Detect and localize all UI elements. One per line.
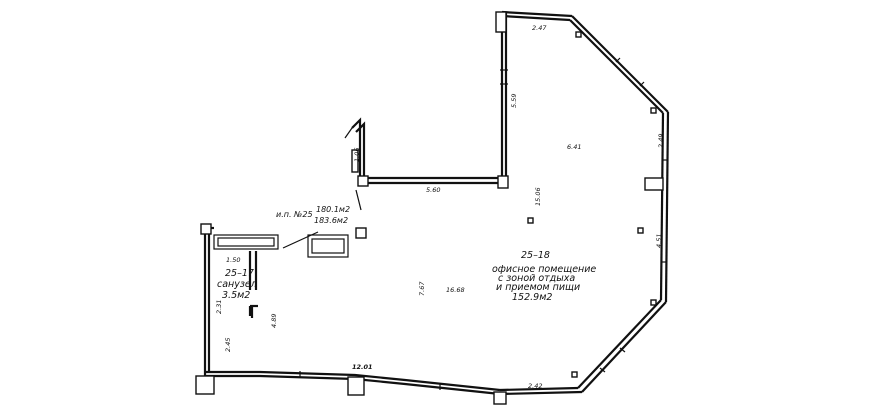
dim-san-side: 2.31 (215, 300, 223, 314)
columns (195, 11, 664, 405)
office-name-2: с зоной отдыха (498, 273, 575, 284)
dim-right-lower: 4.51 (655, 234, 663, 248)
pillar-small (571, 371, 578, 378)
wall-ticks (299, 57, 668, 390)
column-right (644, 177, 664, 191)
dim-diag-upper-right: 6.41 (567, 143, 581, 151)
unit-area-1: 180.1м2 (316, 205, 350, 214)
stair-inner (311, 238, 345, 254)
dim-bottom-right: 2.42 (528, 382, 542, 390)
dim-center-b: 16.68 (446, 286, 465, 294)
column-center-left (355, 227, 367, 239)
sink-inner (217, 237, 275, 247)
dim-center-a: 7.67 (418, 281, 426, 296)
sanuzel-area: 3.5м2 (222, 290, 250, 301)
unit-label: и.п. №25 (276, 210, 313, 219)
dimensions: 2.47 5.59 6.41 2.49 15.06 5.60 4.51 2.42… (215, 24, 665, 390)
column-bottom-left (195, 375, 215, 395)
column-mid (497, 175, 509, 189)
dim-san-top: 1.50 (226, 256, 240, 264)
office-name-3: и приемом пищи (496, 282, 580, 293)
pillar-small (637, 227, 644, 234)
office-number: 25–18 (521, 250, 550, 261)
unit-area-2: 183.6м2 (314, 216, 348, 225)
office-area: 152.9м2 (512, 292, 552, 303)
dim-left-lower: 2.45 (224, 338, 232, 352)
column-top-left (495, 11, 507, 33)
sanuzel-walls (213, 149, 359, 318)
column-left-top (200, 223, 212, 235)
column-notch (357, 175, 369, 187)
dim-bottom-edge: 12.01 (352, 363, 373, 371)
column-bottom-right (493, 391, 507, 405)
dim-inner-left: 4.89 (270, 314, 278, 328)
labels: и.п. №25 180.1м2 183.6м2 25–17 санузел 3… (217, 205, 596, 303)
dim-mid-horizontal: 5.60 (426, 186, 440, 194)
pillar-small (527, 217, 534, 224)
dim-notch: 1.06 (353, 148, 361, 162)
dim-upper-left-wall: 5.59 (510, 94, 518, 108)
outer-walls (203, 10, 670, 396)
notch-door (351, 149, 359, 173)
office-name-1: офисное помещение (492, 264, 596, 275)
pillar-small (575, 31, 582, 38)
dim-right-upper: 2.49 (657, 134, 665, 148)
dim-center-vertical: 15.06 (534, 187, 542, 206)
sanuzel-number: 25–17 (225, 268, 254, 279)
column-bottom-mid (347, 376, 365, 396)
pillar-small (650, 299, 657, 306)
dim-top-edge: 2.47 (532, 24, 547, 32)
sanuzel-name: санузел (217, 279, 257, 290)
pillar-small (650, 107, 657, 114)
